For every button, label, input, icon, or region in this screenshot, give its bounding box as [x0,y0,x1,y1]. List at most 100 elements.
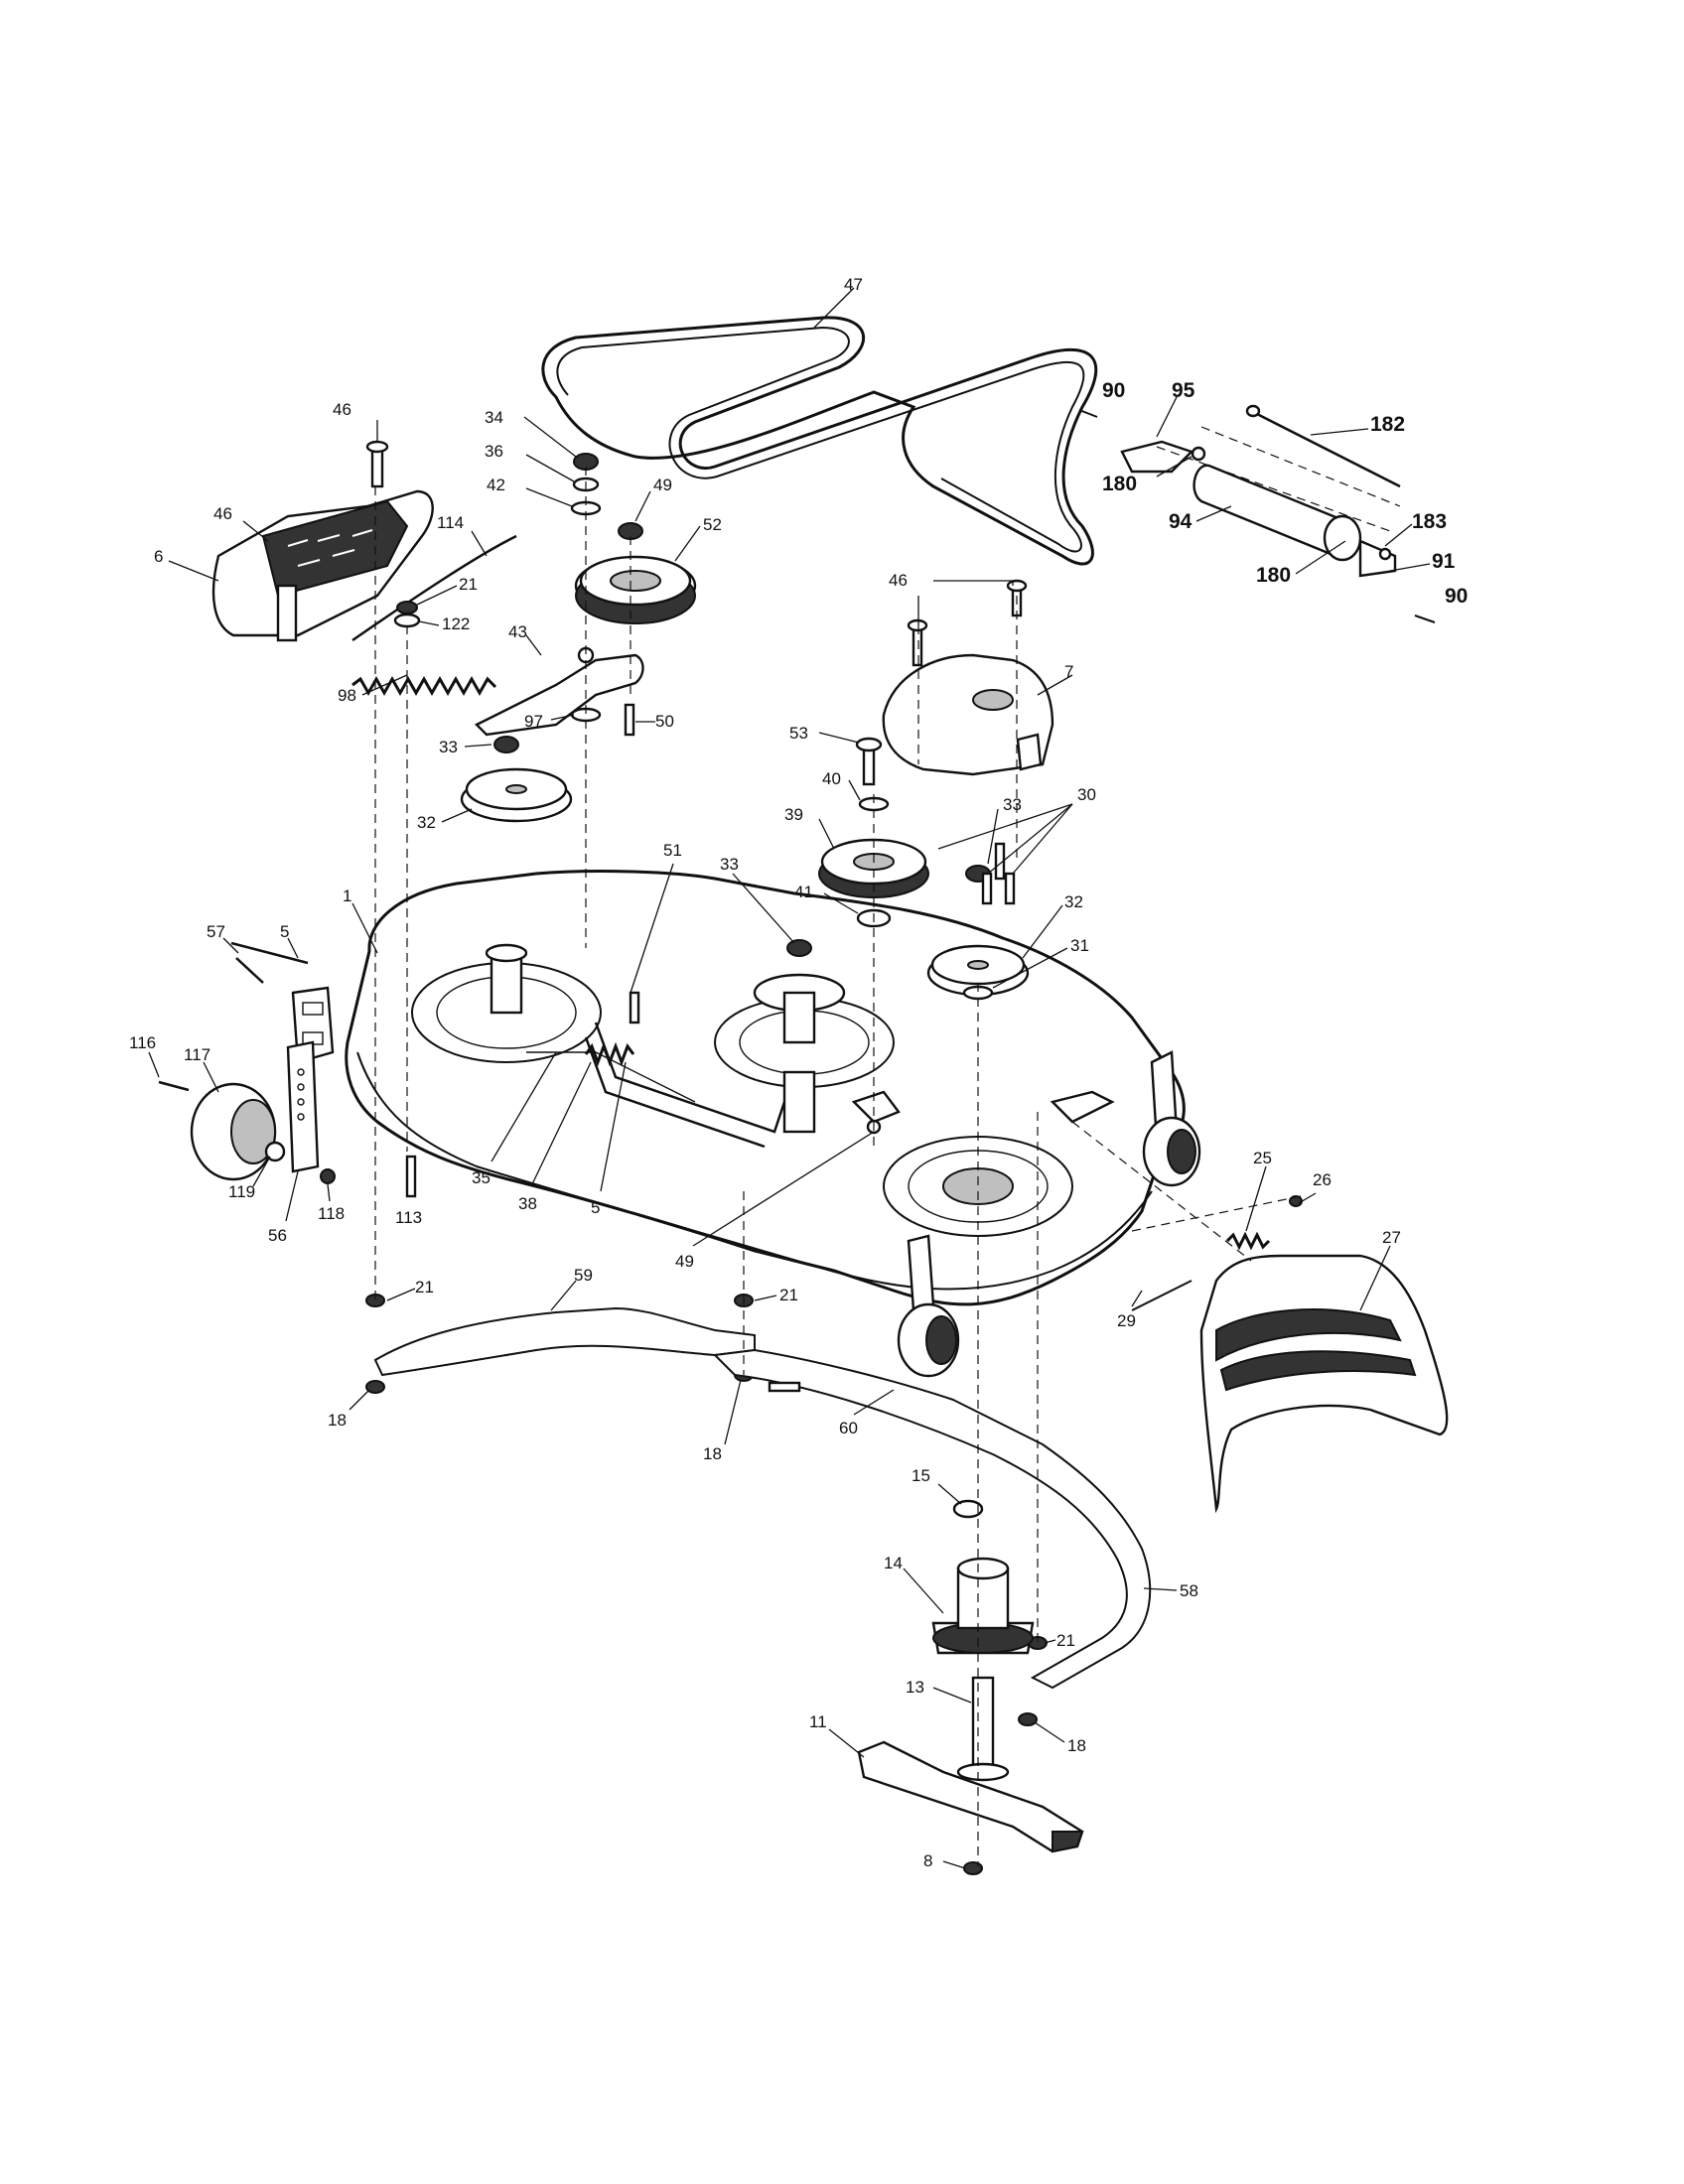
callout-21-left: 21 [386,1278,434,1301]
callout-46-left: 46 [213,504,269,542]
callout-label-118: 118 [318,1204,345,1223]
callout-94: 94 [1169,505,1232,533]
gauge-wheel-assembly [158,941,336,1184]
callout-122: 122 [418,614,470,633]
callout-29: 29 [1117,1290,1143,1330]
callout-label-27: 27 [1382,1228,1401,1247]
callout-21-center: 21 [754,1286,798,1304]
callout-117: 117 [184,1045,219,1093]
callout-label-57: 57 [207,922,225,941]
assembly-center-lines [374,426,1401,1866]
callout-18-center: 18 [703,1379,742,1463]
callout-49-lower: 49 [675,1131,875,1271]
callout-label-32-right: 32 [1064,892,1083,911]
callout-30: 30 [937,785,1096,875]
callout-label-113: 113 [395,1208,422,1227]
callout-label-180: 180 [1102,473,1137,495]
callout-5-front: 5 [280,922,299,959]
callout-label-49: 49 [653,476,672,494]
callout-label-46: 46 [333,400,351,419]
pulley-52 [574,555,697,624]
callout-6: 6 [154,547,219,582]
callout-32-right: 32 [1022,892,1083,959]
callout-label-58: 58 [1180,1581,1198,1600]
callout-label-26: 26 [1313,1170,1332,1189]
callout-label-56: 56 [268,1226,287,1245]
callout-label-21-right: 21 [1056,1631,1075,1650]
callout-34: 34 [485,408,577,458]
callout-27: 27 [1359,1228,1401,1311]
callout-label-36: 36 [485,442,503,461]
callout-91: 91 [1389,550,1456,573]
callout-25: 25 [1245,1149,1272,1232]
callout-90-bottom: 90 [1445,585,1468,608]
callout-label-39: 39 [784,805,803,824]
callout-60: 60 [839,1389,895,1437]
callout-18-left: 18 [328,1389,370,1430]
callout-31: 31 [992,936,1089,989]
callout-114: 114 [437,513,488,557]
callout-label-14: 14 [884,1554,903,1572]
callout-53: 53 [789,724,860,744]
callout-label-18: 18 [328,1411,347,1430]
spindle-assembly [857,1557,1084,1853]
callout-180-lower: 180 [1256,540,1346,587]
callout-label-33: 33 [439,738,458,756]
callout-label-15: 15 [912,1466,930,1485]
callout-label-8: 8 [923,1851,932,1870]
callout-label-51: 51 [663,841,682,860]
callout-42: 42 [487,476,573,507]
callout-183: 183 [1384,510,1447,547]
callout-label-116: 116 [129,1033,156,1052]
callout-label-32: 32 [417,813,436,832]
hardware [365,440,1303,1875]
callout-label-60: 60 [839,1419,858,1437]
callout-119: 119 [228,1156,271,1201]
callout-label-41: 41 [794,883,813,901]
callout-label-31: 31 [1070,936,1089,955]
callout-41: 41 [794,883,859,914]
callout-label-40: 40 [822,769,841,788]
callout-label-18-center: 18 [703,1444,722,1463]
callout-label-21: 21 [459,575,478,594]
callout-5-center: 5 [591,1061,627,1217]
callout-97: 97 [524,712,575,731]
callout-label-35: 35 [472,1168,491,1187]
callout-43: 43 [508,622,542,656]
callout-7: 7 [1037,662,1073,696]
callout-1: 1 [343,887,378,954]
callout-label-43: 43 [508,622,527,641]
callout-label-97: 97 [524,712,543,731]
callout-13: 13 [906,1678,972,1704]
callout-label-38: 38 [518,1194,537,1213]
callout-label-33-right: 33 [1003,795,1022,814]
callout-label-95: 95 [1172,379,1195,402]
callout-label-46-right: 46 [889,571,908,590]
callout-90-top: 90 [1102,379,1125,402]
callout-18-right: 18 [1034,1721,1086,1755]
callout-label-18-right: 18 [1067,1736,1086,1755]
callout-label-183: 183 [1412,510,1447,533]
callout-label-5: 5 [280,922,289,941]
pulley-32-left [460,767,573,823]
callout-57: 57 [207,922,239,954]
callout-33-center: 33 [720,855,795,944]
callout-label-122: 122 [442,614,470,633]
callout-98: 98 [338,674,408,705]
callout-26: 26 [1298,1170,1332,1204]
deck-wheels [897,1116,1201,1378]
callout-39: 39 [784,805,835,850]
callout-label-42: 42 [487,476,505,494]
callout-label-21-left: 21 [415,1278,434,1297]
callout-label-29: 29 [1117,1311,1136,1330]
callout-label-49-lower: 49 [675,1252,694,1271]
callout-15: 15 [912,1466,962,1505]
discharge-chute [1131,1231,1449,1514]
callout-label-91: 91 [1432,550,1456,573]
callout-label-94: 94 [1169,510,1193,533]
callout-58: 58 [1143,1581,1198,1600]
callout-label-34: 34 [485,408,503,427]
callout-46-top: 46 [333,400,378,442]
belt-cover-left [211,489,434,642]
